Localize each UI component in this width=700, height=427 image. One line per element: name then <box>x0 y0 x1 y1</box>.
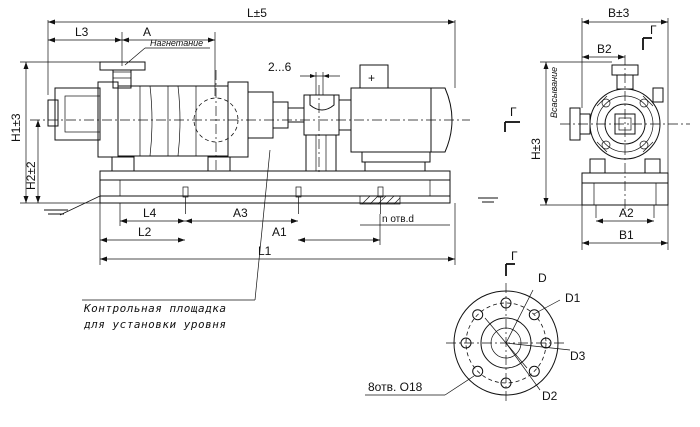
control-platform-callout: Контрольная площадка для установки уровн… <box>59 149 271 331</box>
dim-H2: H2±2 <box>24 161 38 190</box>
dim-B: B±3 <box>608 6 630 20</box>
side-dimensions: B±3 B2 H±3 Всасывание A2 B1 <box>529 6 669 250</box>
dim-B1: B1 <box>619 228 634 242</box>
holes-label: n отв.d <box>382 214 414 225</box>
dim-D1: D1 <box>565 291 581 305</box>
dim-L1: L1 <box>258 244 272 258</box>
dim-L2: L2 <box>138 225 152 239</box>
dim-D: D <box>538 271 547 285</box>
foundation-hatch <box>359 195 401 205</box>
dim-D2: D2 <box>542 389 558 403</box>
dim-A3: A3 <box>233 206 248 220</box>
front-dimensions: L±5 L3 A Нагнетание H1±3 H2±2 2...6 L <box>9 6 456 265</box>
flange-view: Г D D1 D3 D2 8отв. О18 <box>365 249 586 403</box>
suction-label: Всасывание <box>549 67 559 118</box>
dim-gap: 2...6 <box>268 60 292 74</box>
motor: + <box>338 64 453 172</box>
coupling <box>287 94 340 172</box>
platform-note-line2: для установки уровня <box>83 318 226 331</box>
dim-L4: L4 <box>143 206 157 220</box>
base-frame <box>99 170 451 204</box>
dim-A2: A2 <box>619 206 634 220</box>
pump-body <box>47 61 289 172</box>
dim-A: A <box>143 25 151 39</box>
dim-D3: D3 <box>570 349 586 363</box>
section-mark-top: Г <box>650 23 657 37</box>
dim-H1: H1±3 <box>9 113 23 142</box>
dim-B2: B2 <box>597 42 612 56</box>
front-view: + <box>30 61 498 215</box>
flange-section-mark: Г <box>511 249 518 263</box>
side-view: Г Г <box>504 23 690 218</box>
dim-L3: L3 <box>75 25 89 39</box>
dim-H: H±3 <box>529 138 543 160</box>
anchor-bolts <box>182 186 384 214</box>
section-mark-left: Г <box>510 105 517 119</box>
svg-text:+: + <box>368 71 375 85</box>
discharge-label: Нагнетание <box>150 38 203 48</box>
dim-A1: A1 <box>272 225 287 239</box>
bolt-holes-label: 8отв. О18 <box>368 380 423 394</box>
dim-L: L±5 <box>247 6 267 20</box>
platform-note-line1: Контрольная площадка <box>83 302 226 315</box>
